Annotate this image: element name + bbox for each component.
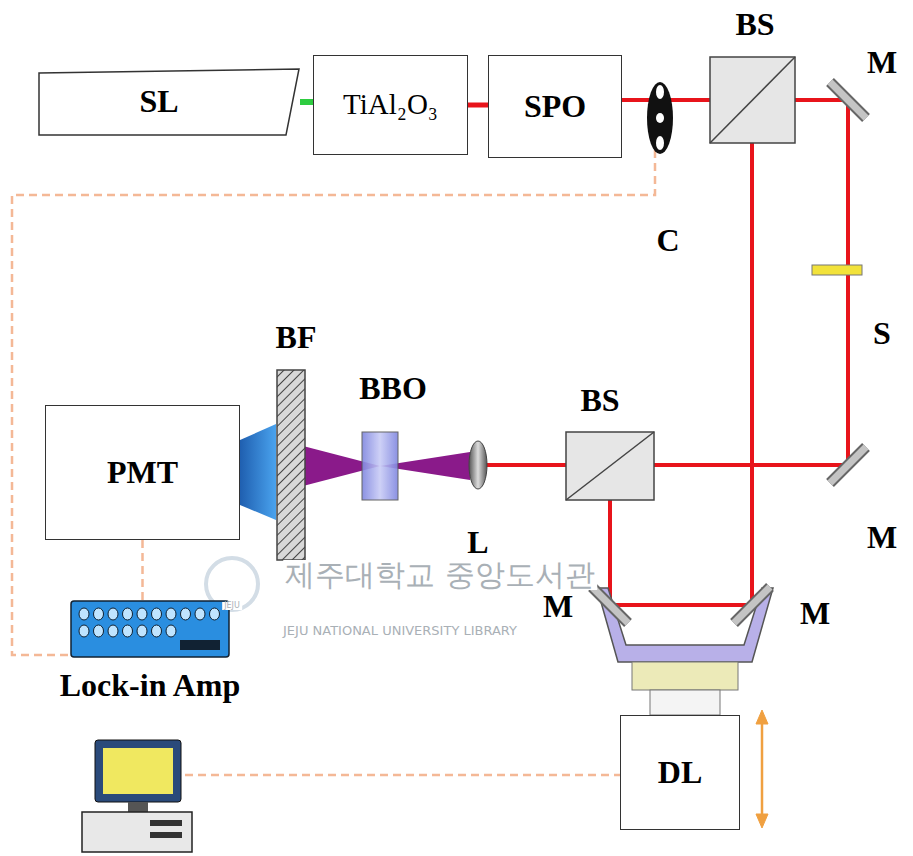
computer-icon	[82, 740, 192, 852]
pmt-window	[240, 424, 276, 520]
bbo-crystal	[362, 432, 398, 500]
opo-box: SPO	[488, 55, 622, 158]
component-label: C	[656, 224, 679, 256]
laser-beam	[300, 99, 313, 105]
lock-in-icon	[70, 600, 230, 658]
delay-line-box: DL	[620, 715, 740, 830]
lens	[469, 441, 487, 489]
laser-beam	[478, 100, 848, 605]
sample-plate	[812, 265, 862, 275]
component-label: S	[873, 317, 891, 349]
blue-filter	[277, 370, 305, 560]
component-label: BS	[735, 8, 774, 40]
node-label: TiAl₂O₃	[343, 89, 438, 121]
lock-in-amplifier: Lock-in Amp	[40, 600, 260, 722]
component-label: M	[867, 521, 897, 553]
detector-box: PMT	[45, 405, 240, 540]
node-label: SL	[139, 84, 178, 119]
mirror	[830, 82, 866, 483]
watermark: JEJU	[222, 602, 242, 610]
watermark: 제주대학교 중앙도서관	[283, 560, 597, 590]
node-label: SPO	[524, 89, 586, 124]
signal-wire	[12, 150, 655, 775]
node-label: Lock-in Amp	[60, 668, 240, 703]
node-label: DL	[658, 755, 702, 790]
chopper	[647, 82, 673, 154]
delay-stage	[592, 587, 773, 715]
component-label: M	[543, 590, 573, 622]
travel-arrow	[756, 710, 768, 828]
laser-beam	[468, 103, 488, 108]
watermark: JEJU NATIONAL UNIVERSITY LIBRARY	[281, 624, 519, 637]
crystal-box: TiAl₂O₃	[313, 55, 468, 155]
component-label: BS	[580, 384, 619, 416]
signal-cable	[141, 540, 144, 600]
node-label: PMT	[107, 455, 178, 490]
component-label: BF	[276, 321, 317, 353]
laser-head: SL	[38, 68, 300, 136]
component-label: M	[867, 46, 897, 78]
component-label: L	[467, 526, 488, 558]
component-label: BBO	[359, 372, 427, 404]
component-label: M	[800, 597, 830, 629]
